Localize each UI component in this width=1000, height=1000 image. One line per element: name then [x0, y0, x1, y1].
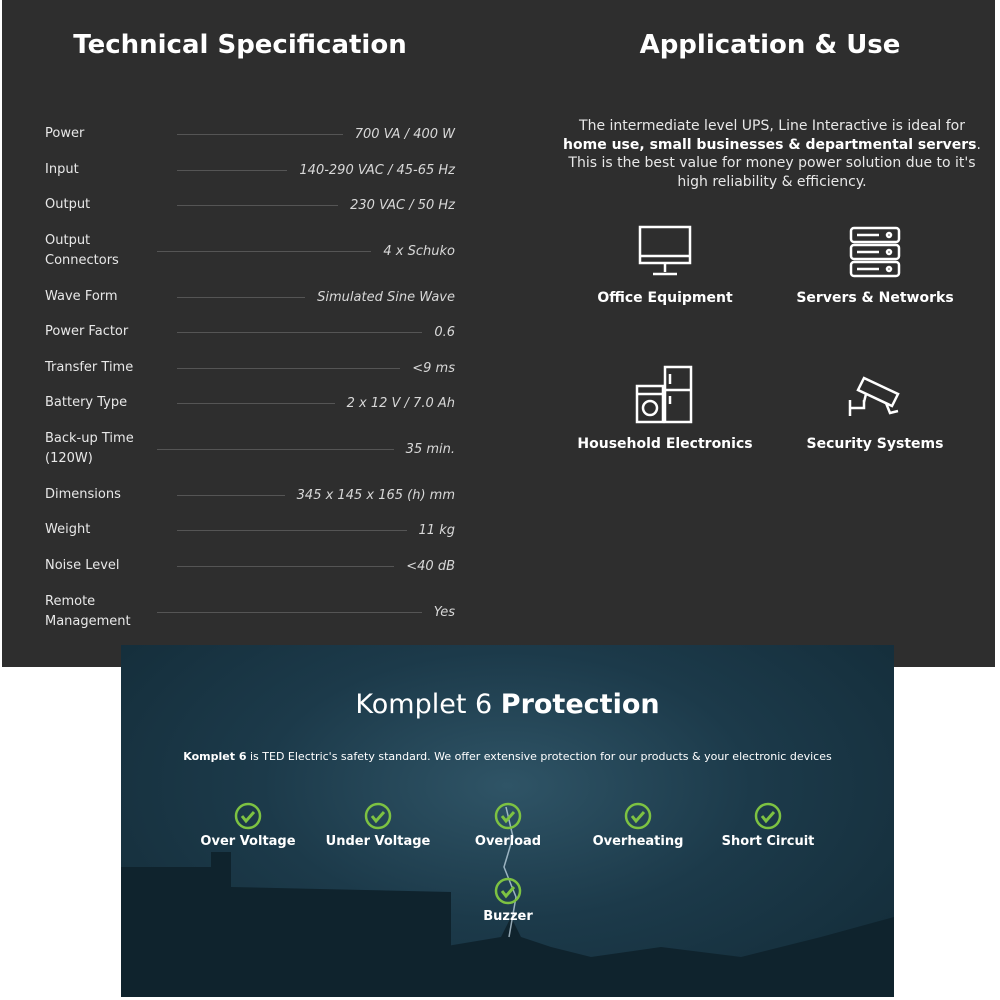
divider [177, 367, 401, 369]
check-circle-icon [624, 802, 652, 830]
spec-title: Technical Specification [73, 30, 407, 60]
feature-item: Over Voltage [183, 802, 313, 849]
spec-section: Technical Specification Application & Us… [2, 0, 995, 667]
protection-section: Komplet 6 Protection Komplet 6 is TED El… [121, 645, 894, 997]
spec-label: Back-up Time (120W) [45, 431, 134, 466]
desc-text: The intermediate level UPS, Line Interac… [579, 118, 965, 134]
spec-label: Battery Type [45, 395, 128, 410]
spec-label: Output [45, 197, 91, 212]
spec-label: Output Connectors [45, 233, 119, 268]
spec-label: Input [45, 162, 79, 177]
spec-value: 35 min. [405, 441, 455, 457]
feature-item: Short Circuit [703, 802, 833, 849]
divider [157, 611, 422, 613]
check-circle-icon [754, 802, 782, 830]
app-label: Household Electronics [577, 436, 753, 452]
divider [177, 565, 395, 567]
spec-row: Power 700 VA / 400 W [45, 114, 455, 154]
spec-value: 345 x 145 x 165 (h) mm [296, 487, 455, 503]
feature-item: Buzzer [443, 877, 573, 924]
feature-label: Buzzer [483, 909, 533, 924]
app-security: Security Systems [775, 370, 975, 452]
app-title: Application & Use [639, 30, 901, 60]
spec-value: Simulated Sine Wave [317, 289, 455, 305]
spec-value: 700 VA / 400 W [354, 126, 455, 142]
server-icon [849, 226, 901, 278]
spec-row: Weight 11 kg [45, 510, 455, 550]
spec-label: Power Factor [45, 324, 129, 339]
feature-item: Overload [443, 802, 573, 849]
spec-value: <9 ms [412, 360, 455, 376]
app-description: The intermediate level UPS, Line Interac… [562, 117, 982, 191]
feature-label: Overheating [592, 834, 684, 849]
spec-row: Back-up Time (120W) 35 min. [45, 429, 455, 469]
spec-row: Transfer Time <9 ms [45, 348, 455, 388]
appliances-icon [635, 365, 693, 424]
feature-label: Overload [474, 834, 542, 849]
spec-row: Noise Level <40 dB [45, 546, 455, 586]
spec-label: Remote Management [45, 594, 131, 629]
spec-row: Wave Form Simulated Sine Wave [45, 277, 455, 317]
divider [177, 296, 306, 298]
app-office: Office Equipment [565, 224, 765, 306]
app-servers: Servers & Networks [775, 224, 975, 306]
divider [177, 133, 343, 135]
divider [177, 169, 288, 171]
spec-value: <40 dB [406, 558, 455, 574]
spec-row: Output Connectors 4 x Schuko [45, 231, 455, 271]
check-circle-icon [364, 802, 392, 830]
protection-description: Komplet 6 is TED Electric's safety stand… [121, 750, 894, 763]
desc-bold: home use, small businesses & departmenta… [563, 136, 977, 153]
spec-row: Power Factor 0.6 [45, 312, 455, 352]
spec-row: Dimensions 345 x 145 x 165 (h) mm [45, 475, 455, 515]
spec-label: Weight [45, 522, 91, 537]
app-label: Servers & Networks [796, 290, 954, 306]
check-circle-icon [234, 802, 262, 830]
spec-value: 140-290 VAC / 45-65 Hz [299, 162, 455, 178]
divider [177, 331, 423, 333]
app-label: Security Systems [806, 436, 944, 452]
divider [177, 204, 339, 206]
desc-text: is TED Electric's safety standard. We of… [246, 750, 832, 763]
spec-label: Power [45, 126, 85, 141]
spec-value: 4 x Schuko [383, 243, 455, 259]
feature-label: Over Voltage [200, 834, 296, 849]
monitor-icon [638, 225, 692, 276]
feature-item: Under Voltage [313, 802, 443, 849]
divider [177, 402, 335, 404]
app-household: Household Electronics [565, 364, 765, 452]
divider [157, 250, 372, 252]
spec-label: Transfer Time [45, 360, 134, 375]
title-bold: Protection [500, 689, 660, 720]
title-light: Komplet 6 [355, 689, 501, 720]
spec-row: Battery Type 2 x 12 V / 7.0 Ah [45, 383, 455, 423]
check-circle-icon [494, 802, 522, 830]
divider [177, 529, 407, 531]
spec-row: Remote Management Yes [45, 592, 455, 632]
spec-value: 2 x 12 V / 7.0 Ah [346, 395, 455, 411]
protection-title: Komplet 6 Protection [121, 689, 894, 720]
feature-label: Under Voltage [325, 834, 431, 849]
spec-row: Input 140-290 VAC / 45-65 Hz [45, 150, 455, 190]
feature-label: Short Circuit [721, 834, 815, 849]
camera-icon [848, 376, 900, 416]
divider [157, 448, 394, 450]
spec-value: 11 kg [418, 522, 455, 538]
spec-label: Wave Form [45, 289, 118, 304]
spec-value: 0.6 [434, 324, 455, 340]
spec-row: Output 230 VAC / 50 Hz [45, 185, 455, 225]
app-label: Office Equipment [597, 290, 733, 306]
spec-value: Yes [433, 604, 455, 620]
feature-item: Overheating [573, 802, 703, 849]
spec-label: Dimensions [45, 487, 121, 502]
spec-value: 230 VAC / 50 Hz [350, 197, 455, 213]
desc-bold: Komplet 6 [183, 750, 247, 763]
spec-label: Noise Level [45, 558, 120, 573]
check-circle-icon [494, 877, 522, 905]
divider [177, 494, 285, 496]
desc-text-2: . This is the best value for money power… [568, 136, 981, 190]
